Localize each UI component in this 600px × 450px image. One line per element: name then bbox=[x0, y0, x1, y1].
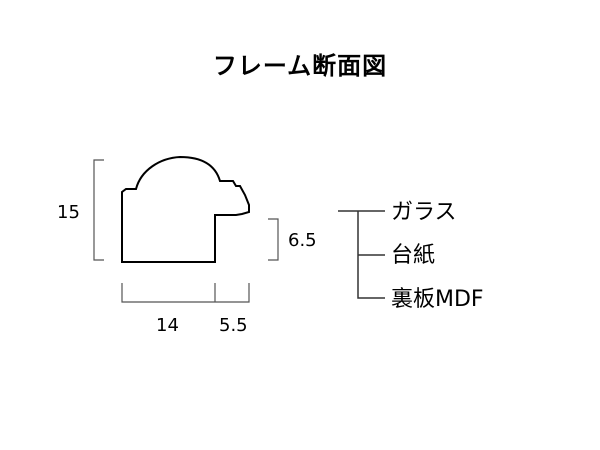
height-bracket bbox=[93, 159, 104, 261]
rebate-depth-label: 6.5 bbox=[288, 230, 317, 251]
rebate-width-label: 5.5 bbox=[219, 315, 248, 336]
layer-label-mat: 台紙 bbox=[391, 243, 435, 268]
layer-label-backboard: 裏板MDF bbox=[391, 287, 484, 312]
width-bracket bbox=[121, 283, 250, 303]
diagram-title: フレーム断面図 bbox=[212, 52, 388, 80]
rebate-depth-bracket bbox=[268, 218, 279, 261]
layer-label-glass: ガラス bbox=[391, 200, 457, 225]
layer-stack-connector bbox=[338, 210, 385, 299]
frame-profile bbox=[121, 155, 250, 263]
height-label: 15 bbox=[57, 202, 80, 223]
width-label: 14 bbox=[156, 315, 179, 336]
